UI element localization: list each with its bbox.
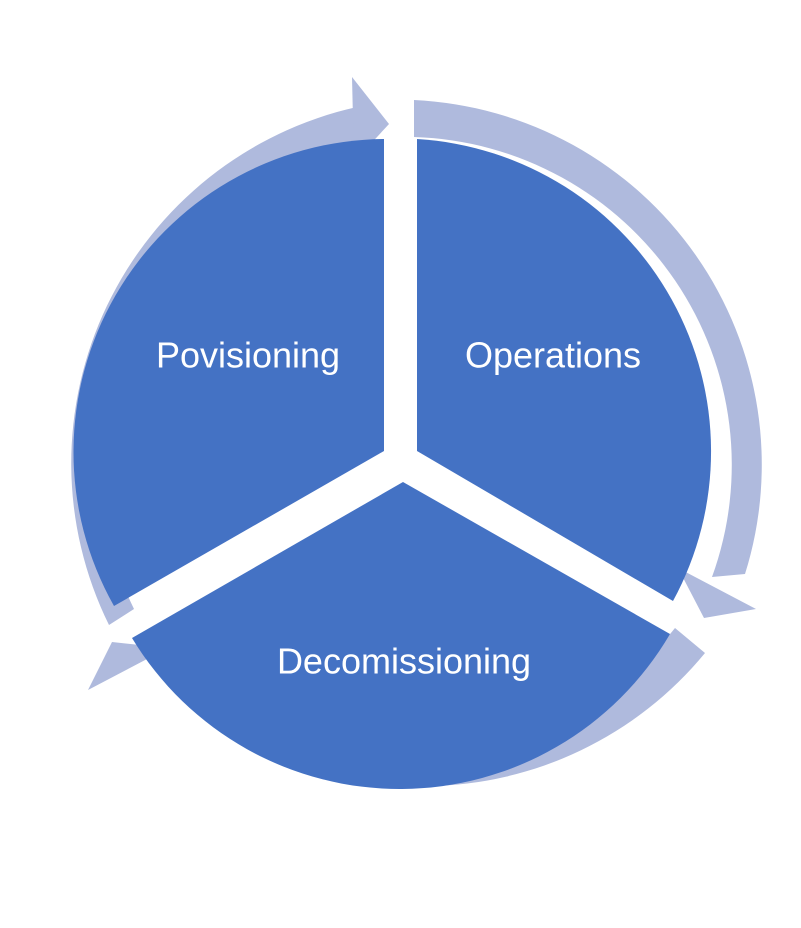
arrowhead-operations-to-decomissioning [678,568,756,618]
segment-labels: Povisioning Operations Decomissioning [156,335,641,682]
arc-operations-to-decomissioning [414,100,762,577]
segment-label-operations: Operations [465,335,641,376]
segment-operations [417,139,712,601]
segment-label-provisioning: Povisioning [156,335,340,376]
arrow-operations-to-decomissioning [414,100,762,618]
segment-label-decomissioning: Decomissioning [277,641,531,682]
segment-decomissioning [132,482,670,789]
segment-provisioning [73,139,385,606]
cycle-segments [73,139,712,789]
